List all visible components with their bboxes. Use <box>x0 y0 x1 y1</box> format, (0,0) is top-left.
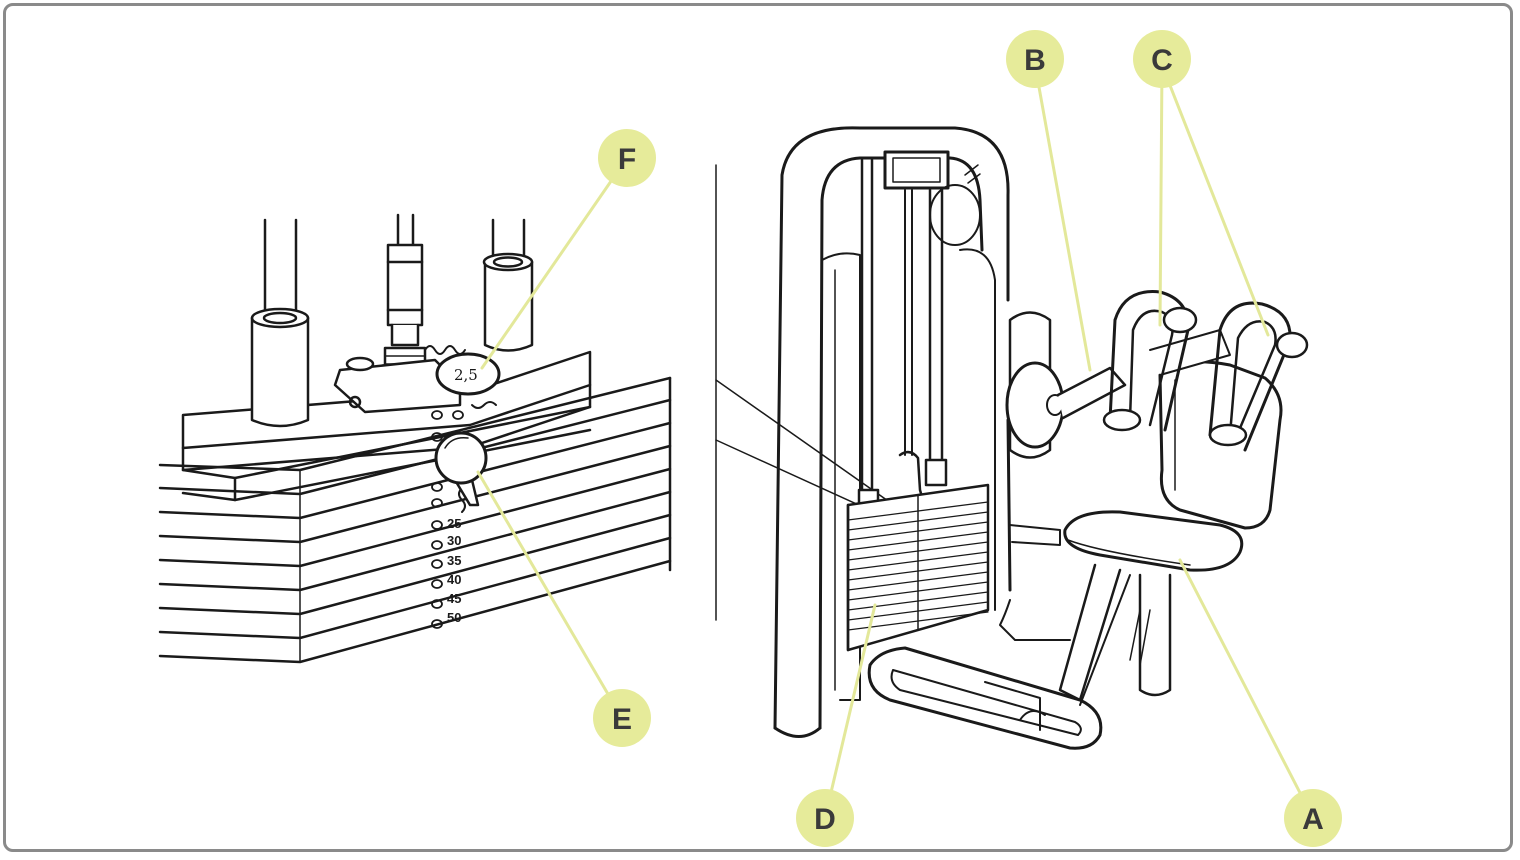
seat <box>1009 510 1244 572</box>
rotation-pad <box>1005 361 1127 449</box>
leader-f <box>480 156 629 370</box>
plate-2-5: 2,5 <box>435 352 501 396</box>
leader-e <box>476 470 624 720</box>
stack-number-30: 30 <box>447 533 461 548</box>
handle-right <box>1208 301 1309 452</box>
stack-number-50: 50 <box>447 610 461 625</box>
callout-b-label: B <box>1024 44 1046 77</box>
selector-holes <box>431 410 464 629</box>
leader-b <box>1033 63 1092 372</box>
callout-f-label: F <box>618 143 636 176</box>
guide-rod-left <box>250 218 310 428</box>
stack-numbers: 25 30 35 40 45 50 <box>447 516 461 625</box>
foot-frame <box>867 599 1103 750</box>
stack-number-40: 40 <box>447 572 461 587</box>
callout-e-label: E <box>612 703 632 736</box>
callout-c: C <box>1133 30 1191 88</box>
leader-lines <box>476 63 1315 820</box>
machine <box>773 126 1309 750</box>
selector-pin <box>434 401 497 513</box>
callout-f: F <box>598 129 656 187</box>
stack-plates <box>158 376 672 664</box>
seat-post <box>1058 563 1172 706</box>
stack-number-45: 45 <box>447 591 461 606</box>
machine-frame <box>773 126 1012 730</box>
callout-a-label: A <box>1302 803 1324 836</box>
machine-weight-stack <box>846 483 990 652</box>
callout-c-label: C <box>1151 44 1173 77</box>
machine-guide-rods <box>857 158 948 512</box>
leader-c-left <box>1158 63 1164 327</box>
leader-a <box>1178 558 1315 820</box>
callout-e: E <box>593 689 651 747</box>
callout-d: D <box>796 789 854 847</box>
callout-d-label: D <box>814 803 836 836</box>
stack-number-35: 35 <box>447 553 461 568</box>
weight-stack-detail: 2,5 25 30 35 40 45 <box>158 213 672 664</box>
guide-rod-right <box>482 218 534 352</box>
plate-2-5-label: 2,5 <box>454 366 478 384</box>
spring <box>424 345 466 355</box>
callout-b: B <box>1006 30 1064 88</box>
top-pulley <box>883 150 950 190</box>
leader-d <box>823 603 877 820</box>
leader-c-right <box>1160 63 1270 337</box>
machine-cable <box>904 189 913 456</box>
callout-a: A <box>1284 789 1342 847</box>
selector-rod <box>333 213 462 414</box>
stack-number-25: 25 <box>447 516 461 531</box>
